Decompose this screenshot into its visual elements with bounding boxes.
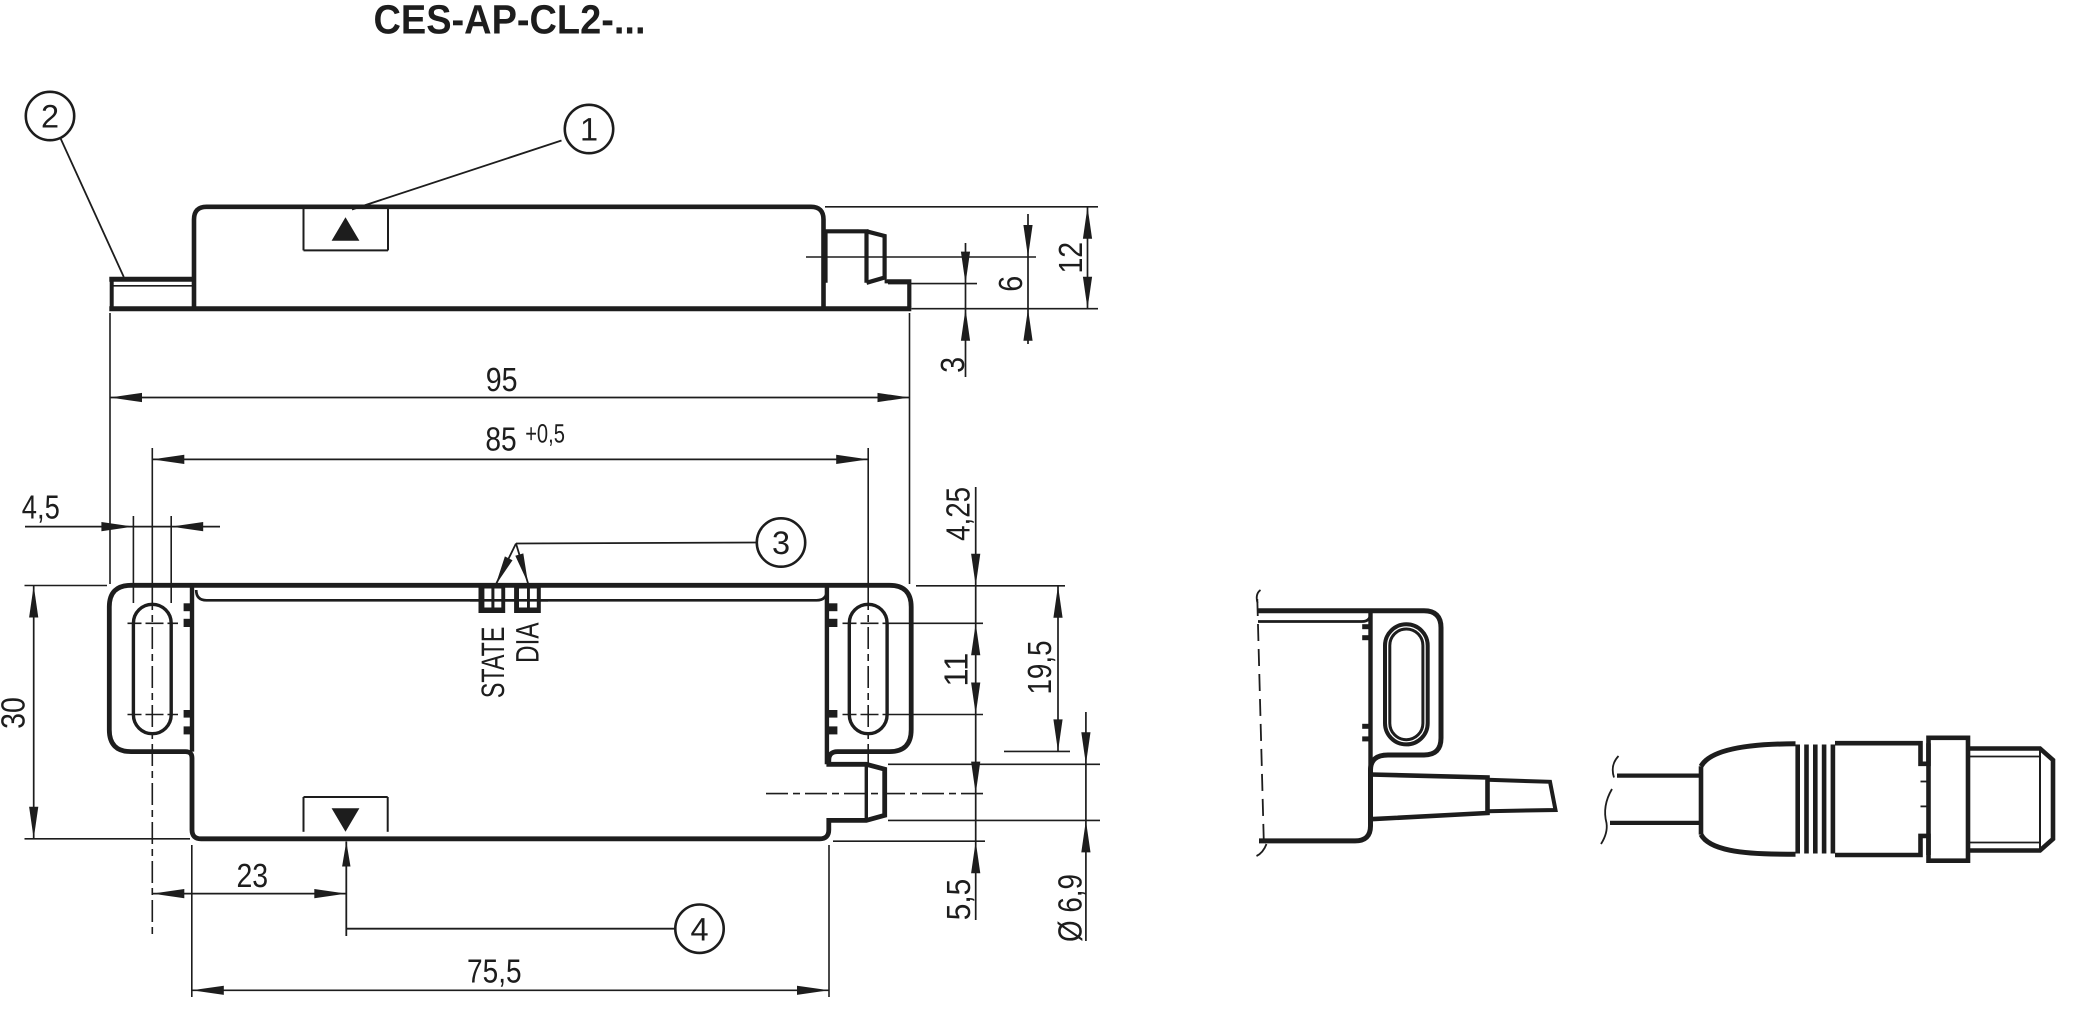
svg-text:+0,5: +0,5 — [525, 418, 565, 448]
svg-text:12: 12 — [1053, 242, 1090, 274]
svg-text:1: 1 — [580, 112, 598, 148]
svg-text:DIA: DIA — [510, 622, 546, 663]
svg-text:4,5: 4,5 — [22, 490, 60, 527]
svg-text:STATE: STATE — [475, 627, 511, 699]
svg-text:Ø 6,9: Ø 6,9 — [1053, 874, 1090, 942]
svg-text:75,5: 75,5 — [467, 953, 522, 990]
svg-text:2: 2 — [41, 99, 59, 135]
svg-text:30: 30 — [0, 697, 33, 729]
svg-text:CES-AP-CL2-...: CES-AP-CL2-... — [374, 0, 646, 43]
svg-text:3: 3 — [772, 525, 790, 561]
svg-text:11: 11 — [939, 653, 976, 687]
svg-text:4: 4 — [690, 911, 708, 947]
svg-text:95: 95 — [486, 362, 518, 399]
svg-text:19,5: 19,5 — [1022, 641, 1059, 695]
svg-text:23: 23 — [236, 858, 268, 895]
svg-text:6: 6 — [993, 276, 1030, 292]
svg-text:3: 3 — [935, 357, 972, 373]
svg-text:4,25: 4,25 — [941, 487, 978, 541]
svg-text:5,5: 5,5 — [941, 879, 978, 921]
svg-text:85: 85 — [485, 422, 516, 459]
